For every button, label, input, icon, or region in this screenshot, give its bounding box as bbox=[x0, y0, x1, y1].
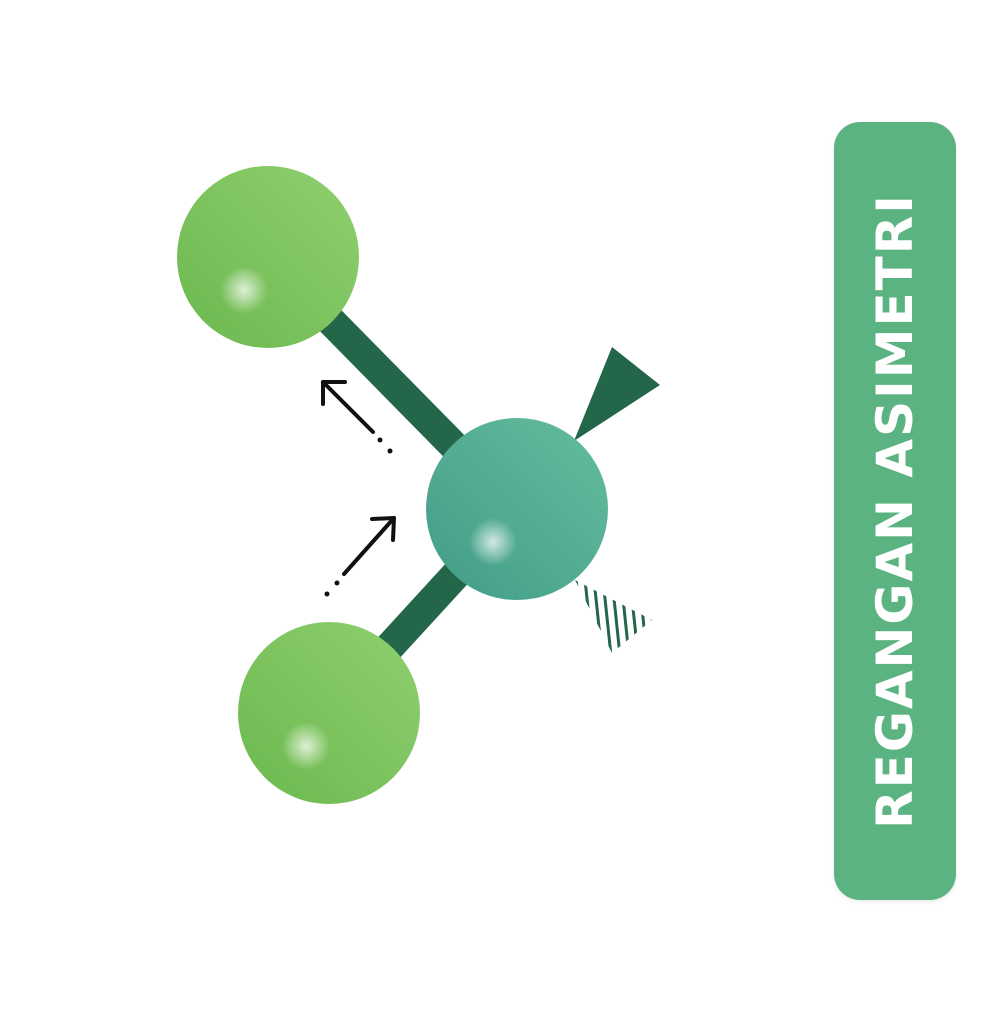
title-banner: REGANGAN ASIMETRI bbox=[834, 122, 956, 900]
central-atom bbox=[426, 418, 608, 600]
arrow-icon-upper bbox=[321, 380, 393, 454]
outer-atom-bottom bbox=[238, 622, 420, 804]
solid-wedge-bond bbox=[574, 347, 660, 441]
arrow-icon-lower bbox=[324, 516, 396, 597]
outer-atom-top bbox=[177, 166, 359, 348]
diagram-title: REGANGAN ASIMETRI bbox=[866, 193, 924, 829]
hashed-wedge-bond bbox=[575, 580, 652, 653]
